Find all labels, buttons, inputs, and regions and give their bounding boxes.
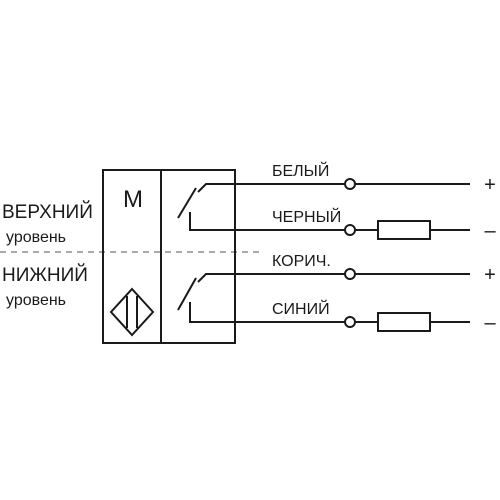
- proximity-sensor-icon: [109, 287, 155, 337]
- wire-4: СИНИЙ –: [235, 299, 496, 334]
- polarity-sign: +: [484, 264, 496, 286]
- lower-level-title: НИЖНИЙ: [2, 264, 88, 286]
- wire-3: КОРИЧ. +: [235, 253, 496, 286]
- lower-level-subtitle: уровень: [6, 292, 66, 309]
- load-resistor-icon: [377, 312, 431, 332]
- wire-label: СИНИЙ: [272, 299, 330, 318]
- terminal-icon: [344, 178, 356, 190]
- wire-label: ЧЕРНЫЙ: [272, 207, 341, 226]
- wire-label: КОРИЧ.: [272, 253, 331, 270]
- terminal-icon: [344, 268, 356, 280]
- output-wires: БЕЛЫЙ + ЧЕРНЫЙ – КОРИЧ. + СИНИЙ –: [235, 161, 496, 334]
- polarity-sign: +: [484, 174, 496, 196]
- lower-switch-contact: [177, 273, 235, 323]
- terminal-icon: [344, 316, 356, 328]
- terminal-icon: [344, 224, 356, 236]
- upper-level-subtitle: уровень: [6, 229, 66, 246]
- upper-level-title: ВЕРХНИЙ: [2, 201, 93, 223]
- polarity-sign: –: [484, 220, 496, 242]
- load-resistor-icon: [377, 220, 431, 240]
- sensor-housing: [102, 169, 236, 344]
- wire-1: БЕЛЫЙ +: [235, 161, 496, 196]
- wire-label: БЕЛЫЙ: [272, 161, 329, 180]
- upper-switch-contact: [177, 183, 235, 231]
- wire-2: ЧЕРНЫЙ –: [235, 207, 496, 242]
- sensor-body: [102, 169, 236, 344]
- polarity-sign: –: [484, 312, 496, 334]
- module-letter: М: [123, 186, 143, 213]
